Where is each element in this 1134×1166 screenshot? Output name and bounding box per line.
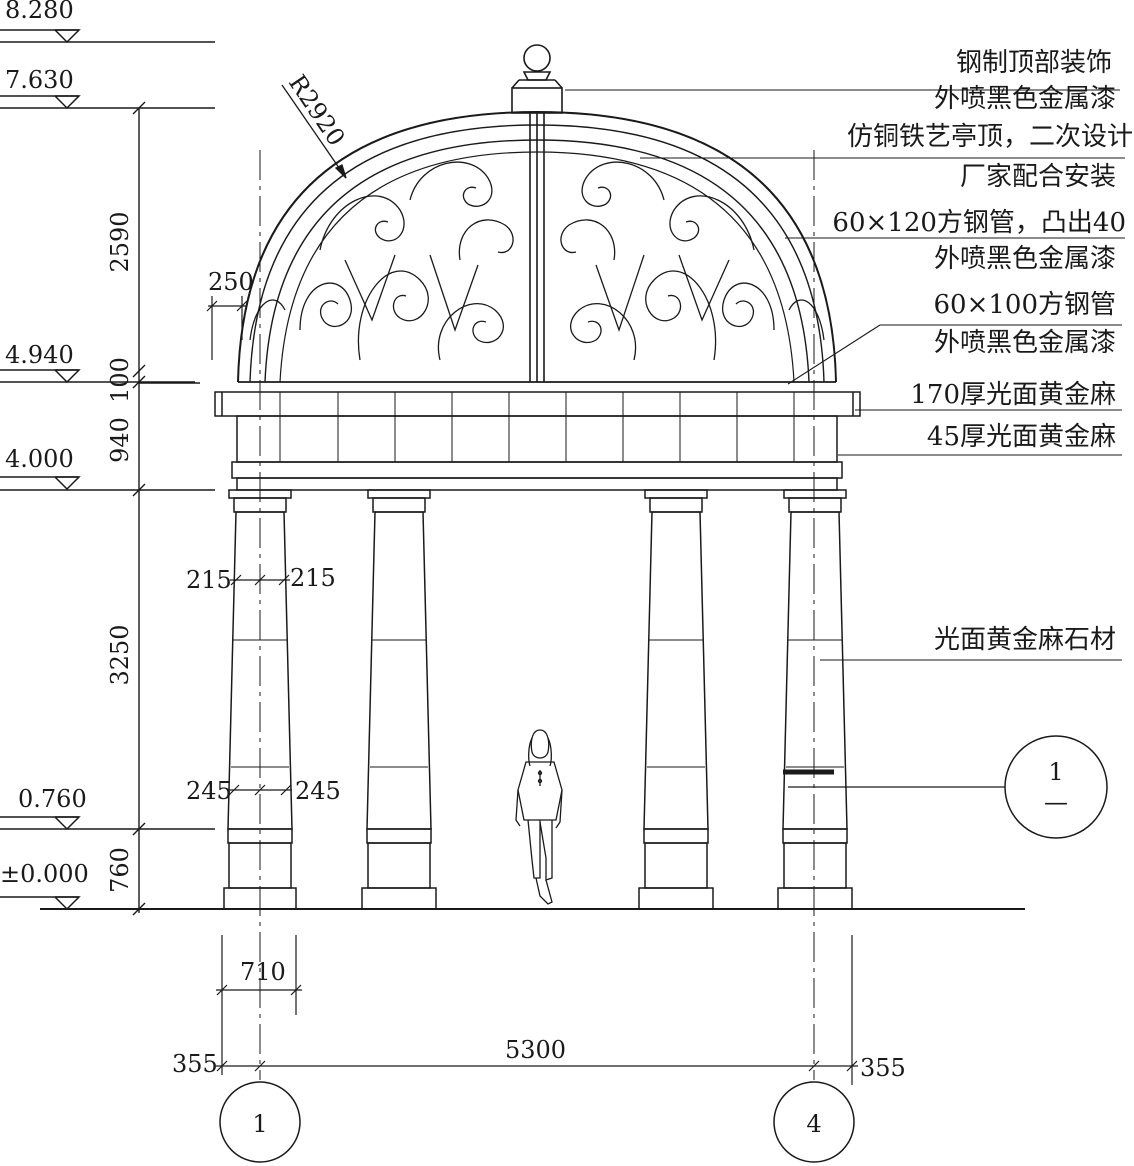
axis-label-left: 1 <box>252 1110 267 1138</box>
dim-rib-width: 250 <box>208 268 254 296</box>
dim-entablature: 940 <box>106 417 134 463</box>
dim-column-base-right: 245 <box>295 777 341 805</box>
dim-pedestal: 760 <box>106 847 134 893</box>
entablature <box>214 391 861 491</box>
note-rib-2: 外喷黑色金属漆 <box>934 244 1116 274</box>
column-3 <box>638 489 714 910</box>
note-ring-1: 60×100方钢管 <box>934 290 1117 320</box>
axis-lines <box>259 150 815 1080</box>
dim-dome-height: 2590 <box>106 211 134 272</box>
elevation-label-dome-base: 4.940 <box>5 341 74 369</box>
dim-column-width: 710 <box>240 958 286 986</box>
note-finial-2: 外喷黑色金属漆 <box>934 84 1116 114</box>
rib-width-dimension <box>206 296 248 360</box>
note-column-stone: 光面黄金麻石材 <box>934 625 1116 655</box>
note-finial-1: 钢制顶部装饰 <box>956 48 1112 78</box>
vertical-dimension-chain <box>132 101 200 916</box>
elevation-label-dome-top: 7.630 <box>5 66 74 94</box>
note-frieze: 45厚光面黄金麻 <box>927 422 1116 452</box>
elevation-markers <box>0 29 215 911</box>
elevation-label-pedestal-top: 0.760 <box>18 785 87 813</box>
finial <box>511 44 563 114</box>
bottom-dimensions <box>216 935 858 1085</box>
elevation-label-ground: ±0.000 <box>0 860 89 888</box>
column-2 <box>361 489 437 910</box>
column-width-dimensions <box>228 574 292 796</box>
dim-column-top-left: 215 <box>186 566 232 594</box>
dim-column-top-right: 215 <box>290 564 336 592</box>
dim-edge-right: 355 <box>860 1054 906 1082</box>
section-sheet: — <box>1044 788 1068 816</box>
elevation-label-top: 8.280 <box>5 0 74 24</box>
dim-span: 5300 <box>505 1036 566 1064</box>
section-symbol <box>788 735 1108 839</box>
dim-column-base-left: 245 <box>186 777 232 805</box>
axis-bubble-right <box>773 1081 855 1163</box>
dome-radius-leader <box>281 84 347 179</box>
section-number: 1 <box>1048 758 1063 786</box>
ironwork-pattern <box>249 161 825 361</box>
note-leaders <box>565 89 1125 661</box>
note-dome-1: 仿铜铁艺亭顶，二次设计 <box>847 122 1133 152</box>
axis-label-right: 4 <box>806 1110 821 1138</box>
elevation-label-entablature-base: 4.000 <box>5 445 74 473</box>
note-rib-1: 60×120方钢管，凸出40 <box>832 208 1126 238</box>
dim-edge-left: 355 <box>172 1050 218 1078</box>
dome-radius-label: R2920 <box>283 70 350 151</box>
note-cornice: 170厚光面黄金麻 <box>910 380 1116 410</box>
scale-figure <box>515 729 563 905</box>
dim-ring: 100 <box>106 357 134 403</box>
dome <box>237 110 837 383</box>
axis-bubble-left <box>219 1081 301 1163</box>
note-ring-2: 外喷黑色金属漆 <box>934 328 1116 358</box>
column-4 <box>777 489 853 910</box>
dim-column: 3250 <box>106 624 134 685</box>
note-dome-2: 厂家配合安装 <box>960 162 1116 192</box>
